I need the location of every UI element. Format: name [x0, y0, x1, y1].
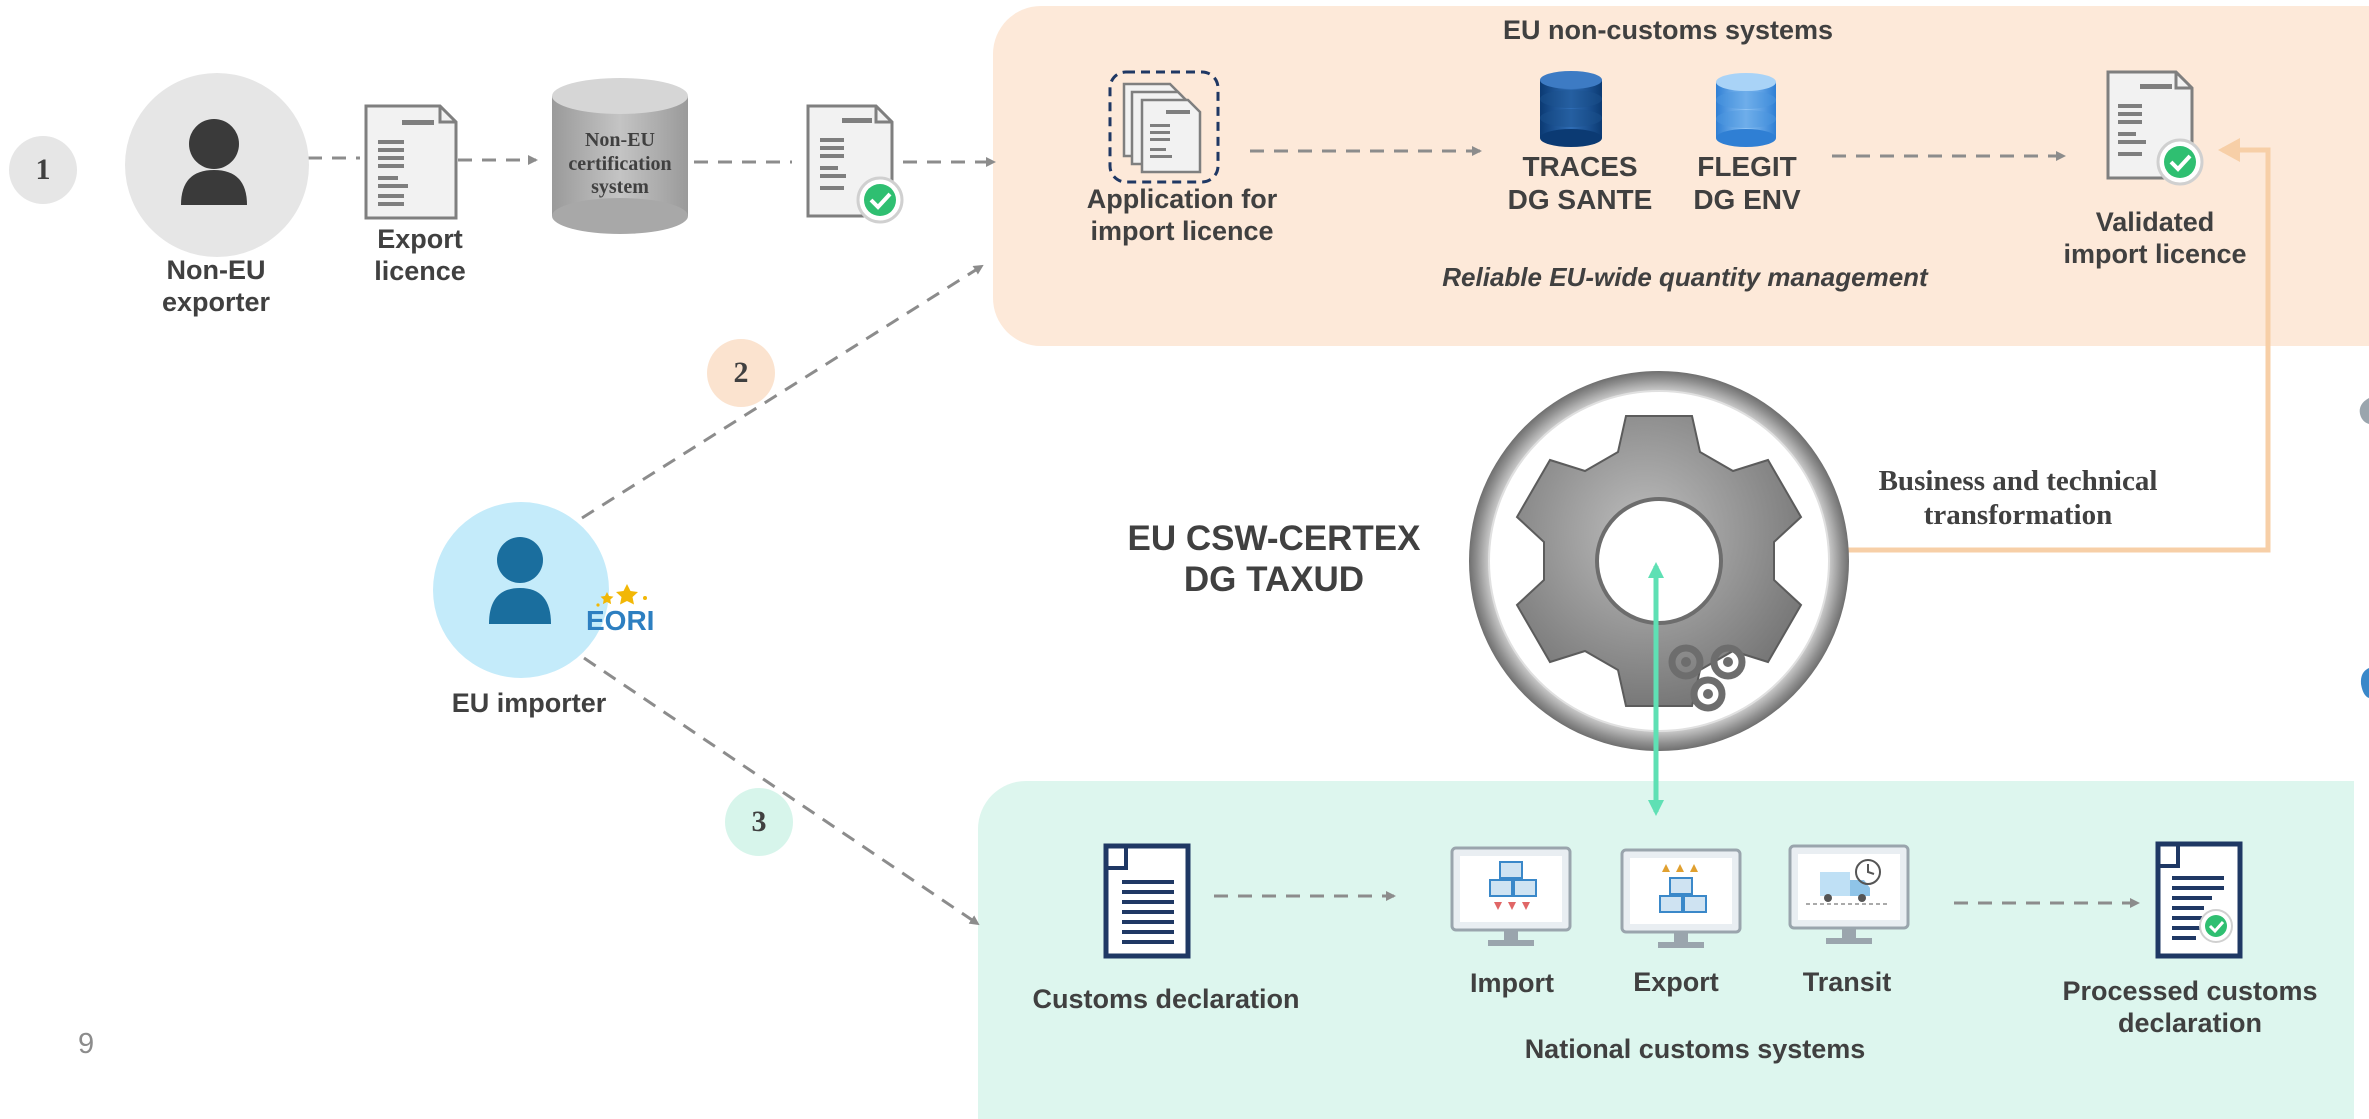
- national-customs-panel: [978, 781, 2354, 1119]
- step-badge-1: 1: [9, 136, 77, 204]
- national-customs-subtitle: National customs systems: [1524, 1034, 1866, 1064]
- non-eu-exporter-label: Non-EU exporter: [161, 255, 271, 317]
- csw-certex-title: EU CSW-CERTEX DG TAXUD: [1127, 519, 1421, 600]
- flow-arrows: [308, 146, 2140, 926]
- non-eu-certification-label: Non-EU certification system: [568, 129, 672, 199]
- step-badge-3: 3: [725, 788, 793, 856]
- transformation-label: Business and technical transformation: [1878, 465, 2158, 532]
- flegit-label: FLEGIT DG ENV: [1693, 151, 1801, 216]
- export-system-icon: [1620, 848, 1742, 948]
- traces-label: TRACES DG SANTE: [1507, 151, 1653, 216]
- application-label: Application for import licence: [1086, 184, 1278, 246]
- import-label: Import: [1470, 968, 1554, 998]
- non-eu-exporter-avatar: [125, 73, 309, 257]
- non-eu-certification-system-icon: [552, 78, 688, 234]
- transformation-arrow: [1666, 147, 2271, 553]
- step-badge-2: 2: [707, 339, 775, 407]
- offscreen-icon-fragment: [2359, 398, 2369, 424]
- validated-licence-label: Validated import licence: [2063, 207, 2247, 269]
- export-label: Export: [1633, 967, 1719, 997]
- processed-declaration-label: Processed customs declaration: [2062, 976, 2318, 1038]
- eori-logo-text: EORI: [586, 605, 655, 636]
- offscreen-icon-fragment: [2360, 668, 2369, 698]
- arrow-importer-to-application: [581, 264, 984, 520]
- certified-licence-icon: [806, 104, 904, 224]
- flegit-database-icon: [1716, 73, 1776, 147]
- traces-database-icon: [1540, 71, 1602, 147]
- arrow-importer-to-customs: [583, 656, 980, 926]
- eu-importer-avatar: [433, 502, 609, 678]
- customs-declaration-icon: [1103, 843, 1191, 959]
- application-docs-icon: [1108, 70, 1220, 184]
- page-number: 9: [78, 1028, 95, 1060]
- processed-declaration-icon: [2155, 841, 2243, 959]
- validated-licence-icon: [2106, 70, 2204, 186]
- export-licence-icon: [364, 104, 458, 220]
- non-customs-title: EU non-customs systems: [1502, 15, 1834, 45]
- eori-stars-icon: [596, 584, 647, 607]
- export-licence-label: Export licence: [374, 224, 466, 286]
- customs-declaration-label: Customs declaration: [1032, 984, 1300, 1014]
- import-system-icon: [1450, 846, 1572, 946]
- eu-importer-label: EU importer: [451, 688, 607, 718]
- quantity-management-subtitle: Reliable EU-wide quantity management: [1442, 262, 1928, 292]
- transit-label: Transit: [1802, 967, 1892, 997]
- transit-system-icon: [1788, 844, 1910, 944]
- csw-certex-gear-icon: [1469, 371, 1849, 751]
